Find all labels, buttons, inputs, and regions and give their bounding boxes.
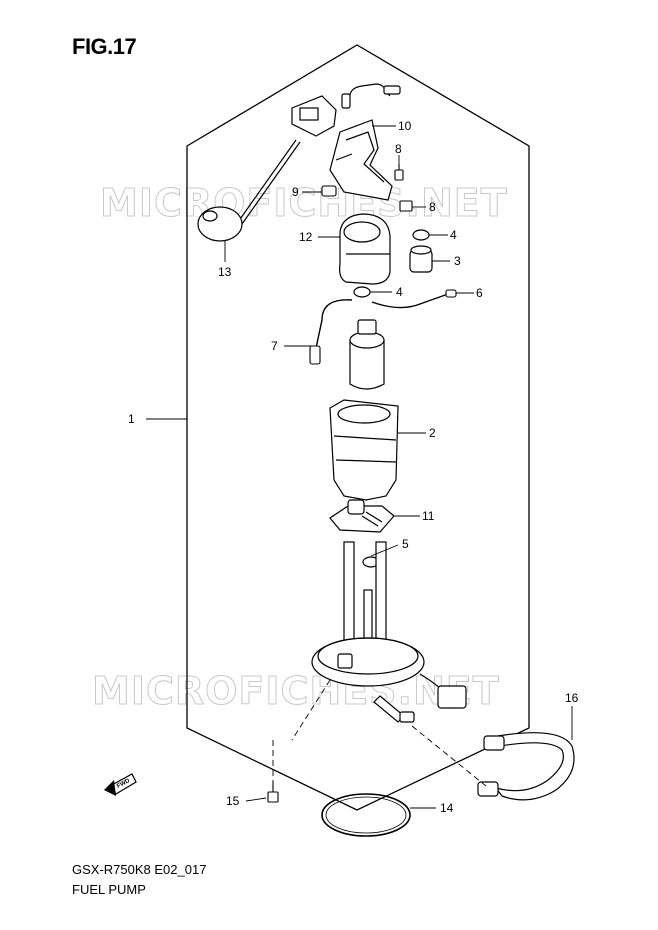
callout-3: 3	[454, 254, 461, 268]
callout-16: 16	[565, 691, 579, 705]
fwd-direction-marker: FWD	[104, 773, 137, 796]
lead-wire-part-7	[315, 299, 353, 349]
callout-12: 12	[299, 230, 313, 244]
alignment-lines	[272, 679, 487, 787]
leader-lines	[146, 125, 573, 809]
bolt-part-8b	[399, 200, 413, 212]
lead-terminal-part-7	[309, 345, 321, 365]
callout-8-upper: 8	[395, 142, 402, 156]
section-name: FUEL PUMP	[72, 882, 146, 897]
pump-case-part	[329, 399, 399, 501]
gasket-inner-edge	[325, 796, 407, 834]
callout-4-lower: 4	[396, 285, 403, 299]
callout-7: 7	[271, 339, 278, 353]
callout-5: 5	[402, 537, 409, 551]
o-ring-part-4b	[353, 286, 371, 298]
callout-14: 14	[440, 801, 454, 815]
callout-13: 13	[218, 265, 232, 279]
clamp-part-9	[321, 185, 337, 197]
pump-housing-part	[339, 213, 391, 285]
watermark-lower: MICROFICHES.NET	[92, 669, 500, 713]
harness-connector	[419, 673, 467, 709]
fuel-level-gauge-part	[197, 95, 337, 242]
pressure-regulator-part	[409, 245, 433, 273]
callout-2: 2	[429, 426, 436, 440]
fuel-hose-part-16	[477, 732, 575, 801]
gasket-part-14	[321, 793, 411, 837]
bolt-part-15	[267, 782, 279, 803]
outlet-pipe	[373, 695, 415, 723]
o-ring-part-4a	[412, 229, 430, 241]
fuel-pump-motor	[349, 319, 385, 390]
model-code: GSX-R750K8 E02_017	[72, 862, 207, 877]
sender-bracket-part	[329, 83, 401, 201]
figure-title: FIG.17	[72, 34, 137, 59]
callout-11: 11	[422, 509, 435, 523]
callout-9: 9	[292, 185, 299, 199]
callout-8-lower: 8	[429, 200, 436, 214]
callout-15: 15	[226, 794, 240, 808]
callout-1: 1	[128, 412, 135, 426]
callout-10: 10	[398, 119, 412, 133]
callout-6: 6	[476, 286, 483, 300]
watermark-upper: MICROFICHES.NET	[100, 181, 508, 225]
pump-base-plate	[311, 541, 425, 687]
filter-part	[329, 499, 395, 533]
callout-4-upper: 4	[450, 228, 457, 242]
assembly-boundary	[186, 44, 530, 811]
bolt-part-8a	[394, 164, 404, 181]
lead-wire-part-6	[371, 293, 449, 309]
lead-terminal-part-6	[445, 289, 457, 298]
